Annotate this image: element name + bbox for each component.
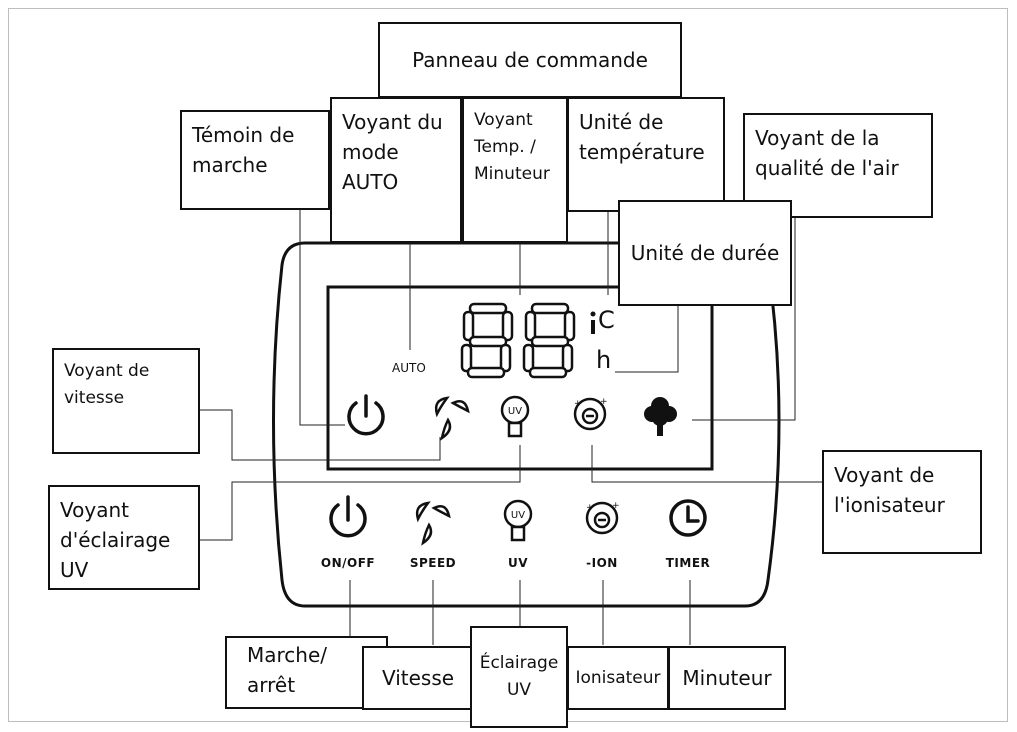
timer-button-label: TIMER — [665, 556, 711, 570]
onoff-callout: Marche/ arrêt — [225, 636, 388, 709]
power-icon — [347, 394, 385, 436]
duration-unit-callout: Unité de durée — [618, 200, 792, 306]
hours-unit: h — [596, 346, 612, 374]
svg-text:+: + — [600, 397, 608, 407]
auto-mode-label: AUTO — [392, 361, 426, 375]
temperature-unit-callout: Unité de température — [567, 97, 725, 212]
onoff-button-label: ON/OFF — [320, 556, 376, 570]
leader-lines — [200, 195, 822, 645]
seven-segment-digits — [460, 302, 576, 379]
auto-indicator-callout: Voyant du mode AUTO — [330, 97, 462, 243]
speed-callout: Vitesse — [362, 646, 474, 710]
timer-button-icon — [669, 499, 707, 537]
digit-readout: 88 — [468, 300, 578, 380]
onoff-button-icon — [329, 495, 367, 538]
svg-text:+: + — [612, 501, 620, 511]
speed-indicator-callout: Voyant de vitesse — [52, 348, 200, 454]
ionizer-icon: + + — [573, 397, 608, 431]
ion-button-icon: + + — [585, 501, 620, 535]
tree-icon — [644, 397, 677, 436]
degree-dot — [590, 311, 596, 317]
fan-icon — [434, 396, 470, 441]
uv-lamp-icon — [500, 395, 530, 438]
ionizer-indicator-callout: Voyant de l'ionisateur — [822, 450, 982, 554]
svg-text:+: + — [574, 399, 582, 409]
svg-text:+: + — [586, 503, 594, 513]
ionizer-callout: Ionisateur — [567, 646, 669, 710]
uv-button-label: UV — [507, 556, 529, 570]
ion-button-label: -ION — [586, 556, 618, 570]
lcd-uv-badge: UV — [508, 406, 522, 417]
button-uv-badge: UV — [511, 510, 525, 521]
uv-callout: Éclairage UV — [470, 626, 568, 728]
panel-title-callout: Panneau de commande — [378, 22, 682, 98]
temp-timer-indicator-callout: Voyant Temp. / Minuteur — [462, 97, 568, 243]
power-indicator-callout: Témoin de marche — [180, 110, 330, 210]
speed-button-icon — [415, 501, 451, 546]
uv-light-indicator-callout: Voyant d'éclairage UV — [48, 485, 200, 590]
speed-button-label: SPEED — [409, 556, 457, 570]
uv-button-icon — [503, 499, 533, 542]
celsius-unit: C — [598, 306, 615, 334]
timer-callout: Minuteur — [668, 646, 786, 710]
